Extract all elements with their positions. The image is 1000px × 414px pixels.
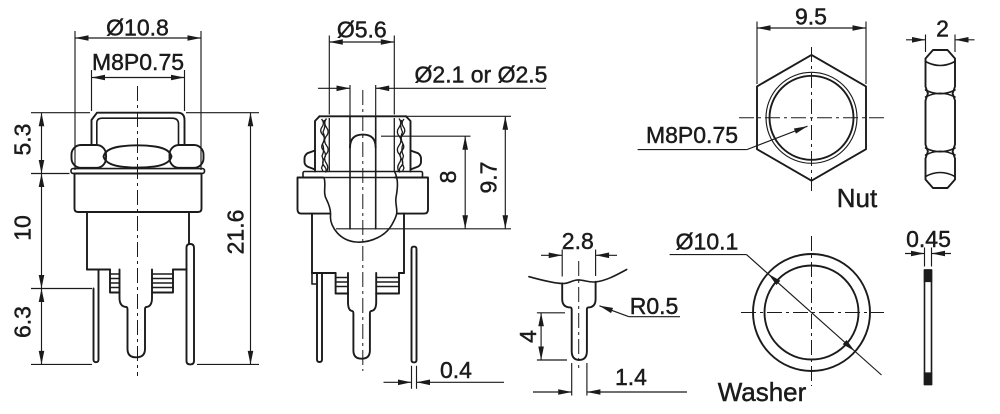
side-serrations-left bbox=[334, 276, 349, 288]
side-terminal-plates bbox=[334, 272, 400, 295]
dim-nut-thread-spec: M8P0.75 bbox=[646, 122, 738, 148]
terminal-serrations-left bbox=[109, 273, 121, 289]
dim-leg-thickness: 0.4 bbox=[440, 357, 472, 383]
dim-pin-tip-width: 1.4 bbox=[615, 364, 647, 390]
nut-hexagon bbox=[756, 53, 867, 182]
dim-head-height: 9.7 bbox=[476, 162, 502, 194]
side-washer bbox=[302, 170, 424, 179]
thread-texture-right bbox=[396, 118, 406, 173]
thread-inner-edges bbox=[328, 118, 395, 171]
side-body-edges bbox=[311, 212, 405, 274]
hex-facet-left bbox=[70, 144, 107, 169]
breakout-line bbox=[323, 171, 399, 243]
thread-texture-left bbox=[320, 118, 329, 173]
washer-dia-arrow-ul bbox=[768, 273, 781, 286]
nut-side-facet-arcs-1 bbox=[924, 89, 956, 98]
terminal-serrations-right bbox=[151, 273, 174, 289]
left-leg-front bbox=[92, 268, 100, 364]
bushing-sides bbox=[314, 115, 412, 173]
dim-cap-diameter: Ø5.6 bbox=[337, 17, 387, 43]
hex-facet-right bbox=[168, 144, 205, 169]
washer-side-outline bbox=[923, 269, 933, 386]
dim-nut-thickness: 2 bbox=[936, 16, 949, 42]
dim-total-height: 21.6 bbox=[223, 210, 249, 255]
left-leg-side bbox=[316, 272, 323, 363]
fillet-leader-line bbox=[599, 305, 630, 318]
pin-outline bbox=[561, 280, 597, 361]
flange-block-right bbox=[394, 176, 429, 215]
nut-thread-circle bbox=[765, 71, 858, 164]
nut-side-facet-arcs-2 bbox=[924, 147, 956, 156]
cap-outline bbox=[90, 111, 186, 146]
dim-washer-thickness: 0.45 bbox=[906, 226, 951, 252]
flange-outline bbox=[73, 172, 203, 213]
pin-detail-view: 2.8 4 R0.5 1.4 bbox=[515, 228, 687, 396]
nut-side-arc bbox=[924, 60, 956, 67]
dim-flange-diameter: Ø10.8 bbox=[106, 15, 169, 41]
hole-dome bbox=[349, 133, 377, 149]
washer-outer-circle bbox=[752, 253, 871, 372]
terminal-plate-right bbox=[151, 268, 174, 294]
nut-side-view: 2 bbox=[906, 15, 975, 189]
cap-inner-line bbox=[96, 117, 180, 146]
nut-view: 9.5 M8P0.75 Nut bbox=[637, 3, 886, 213]
dim-washer-outer-dia: Ø10.1 bbox=[676, 229, 739, 255]
nut-thread-leader bbox=[746, 125, 808, 151]
washer-view: Ø10.1 Washer bbox=[669, 228, 884, 407]
dim-fillet-radius: R0.5 bbox=[630, 293, 679, 319]
washer-inner-circle bbox=[763, 264, 860, 361]
washer-dia-line bbox=[746, 254, 882, 376]
hex-facet-middle bbox=[102, 144, 173, 169]
dim-hole-depth: 8 bbox=[435, 171, 461, 184]
washer-dia-arrow-lr bbox=[842, 339, 855, 352]
nut-hole-circle bbox=[768, 74, 855, 161]
dim-hole-diameter: Ø2.1 or Ø2.5 bbox=[415, 62, 548, 88]
right-leg-side bbox=[410, 245, 418, 364]
dim-seg-bottom: 6.3 bbox=[10, 306, 36, 338]
flange-block-left bbox=[296, 176, 331, 215]
dim-pin-tip-length: 4 bbox=[515, 330, 541, 343]
nut-tab-left bbox=[303, 149, 316, 171]
side-serrations-right bbox=[375, 276, 400, 288]
hole-ext-lines bbox=[349, 85, 377, 117]
side-body-step bbox=[311, 272, 318, 285]
center-pin-front bbox=[118, 268, 153, 359]
front-view: Ø10.8 M8P0.75 5.3 10 6.3 21.6 bbox=[9, 14, 259, 376]
nut-label: Nut bbox=[837, 183, 878, 213]
dim-seg-top: 5.3 bbox=[10, 124, 36, 156]
washer-label: Washer bbox=[718, 377, 807, 407]
nut-tab-right bbox=[409, 149, 422, 171]
right-leg-front bbox=[185, 243, 195, 366]
washer-side-view: 0.45 bbox=[905, 226, 951, 386]
nut-side-outline bbox=[924, 49, 956, 189]
side-view: Ø5.6 Ø2.1 or Ø2.5 8 9.7 0.4 bbox=[296, 16, 548, 389]
washer-side-fill-bottom bbox=[923, 372, 933, 386]
dim-pin-root-width: 2.8 bbox=[562, 228, 594, 254]
washer-side-fill-top bbox=[923, 269, 933, 283]
pin-break-line bbox=[528, 268, 628, 285]
nut-side-arc-bottom bbox=[924, 171, 956, 178]
dim-seg-mid: 10 bbox=[10, 215, 36, 241]
center-pin-side bbox=[347, 272, 378, 360]
hole-walls bbox=[349, 115, 377, 230]
dim-nut-across-flats: 9.5 bbox=[795, 4, 827, 30]
terminal-plate-left bbox=[109, 268, 121, 294]
dim-thread-spec: M8P0.75 bbox=[92, 49, 184, 75]
